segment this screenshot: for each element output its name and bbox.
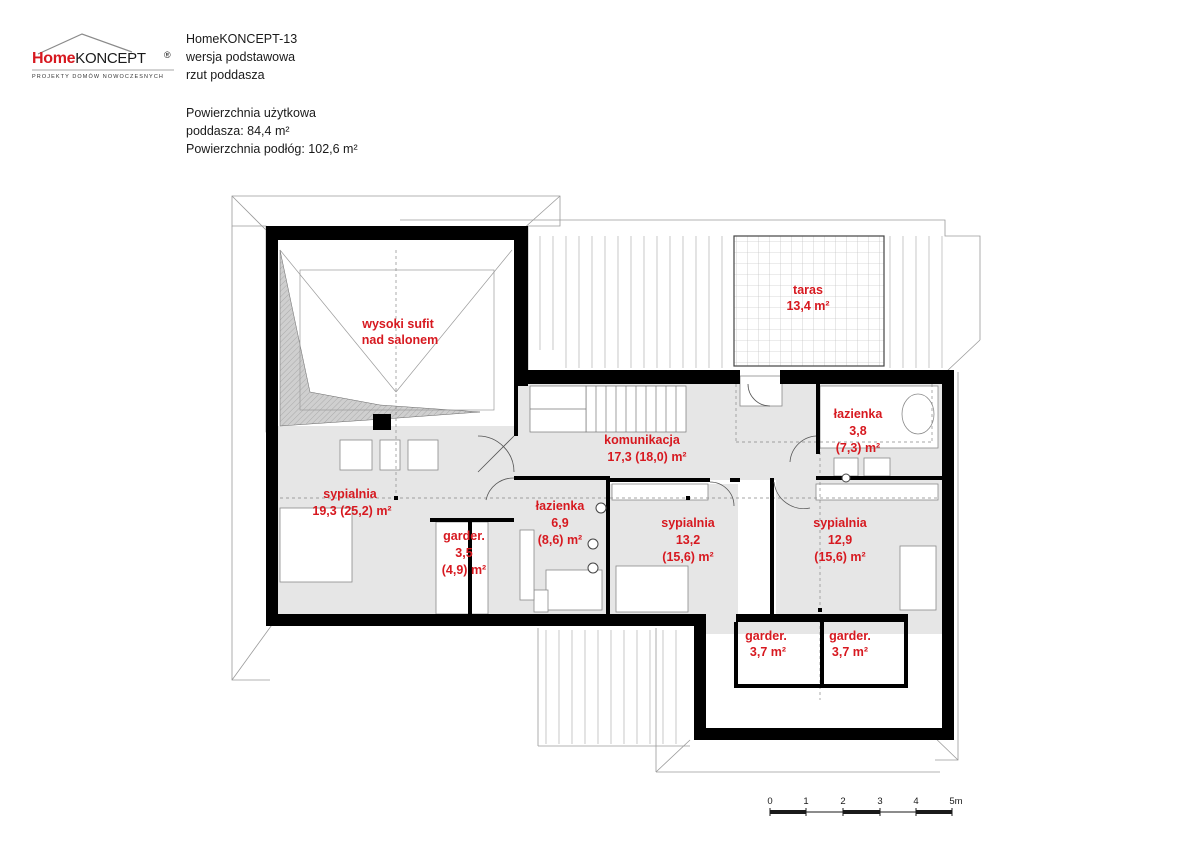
label-wardrobe-b1-name: garder. xyxy=(745,629,787,643)
label-bath-right-name: łazienka xyxy=(834,407,884,421)
door-swings xyxy=(477,383,817,509)
scale-tick-5m: 5m xyxy=(949,796,962,807)
label-bath-mid-name: łazienka xyxy=(536,499,586,513)
company-logo: HomeKONCEPT ® PROJEKTY DOMÓW NOWOCZESNYC… xyxy=(28,28,178,90)
label-corridor-name: komunikacja xyxy=(604,433,681,447)
scale-tick-3: 3 xyxy=(877,796,882,807)
label-wardrobe-b2-name: garder. xyxy=(829,629,871,643)
label-wardrobe-left-floor: (4,9) m² xyxy=(442,563,486,577)
room-markers xyxy=(373,414,851,612)
room-labels: wysoki sufit nad salonem taras 13,4 m² k… xyxy=(312,283,883,659)
label-terrace-name: taras xyxy=(793,283,823,297)
furniture xyxy=(279,375,939,615)
label-terrace-area: 13,4 m² xyxy=(786,299,829,313)
label-bedroom-right-area: 12,9 xyxy=(828,533,852,547)
roof-stripes-top xyxy=(539,236,943,368)
scale-bar: 0 1 2 3 4 5m xyxy=(767,796,963,816)
label-bedroom-left-area: 19,3 (25,2) m² xyxy=(312,504,391,518)
label-high-ceiling-2: nad salonem xyxy=(362,333,438,347)
label-wardrobe-left-area: 3,5 xyxy=(455,546,472,560)
label-bath-right-floor: (7,3) m² xyxy=(836,441,880,455)
label-bath-mid-floor: (8,6) m² xyxy=(538,533,582,547)
project-header: HomeKONCEPT-13 wersja podstawowa rzut po… xyxy=(186,30,297,84)
area-attic-value: poddasza: 84,4 m² xyxy=(186,124,290,138)
project-version: wersja podstawowa xyxy=(186,50,296,64)
label-wardrobe-left-name: garder. xyxy=(443,529,485,543)
label-high-ceiling-1: wysoki sufit xyxy=(361,317,434,331)
label-wardrobe-b1-area: 3,7 m² xyxy=(750,645,786,659)
label-bath-mid-area: 6,9 xyxy=(551,516,568,530)
label-bedroom-mid-area: 13,2 xyxy=(676,533,700,547)
logo-roof-icon xyxy=(32,33,174,71)
label-bedroom-mid-name: sypialnia xyxy=(661,516,716,530)
area-summary: Powierzchnia użytkowa poddasza: 84,4 m² … xyxy=(186,104,358,158)
label-bedroom-mid-floor: (15,6) m² xyxy=(662,550,713,564)
label-bedroom-right-floor: (15,6) m² xyxy=(814,550,865,564)
area-usable-label: Powierzchnia użytkowa xyxy=(186,106,316,120)
project-name: HomeKONCEPT-13 xyxy=(186,32,298,46)
label-bedroom-left-name: sypialnia xyxy=(323,487,378,501)
area-floor-value: Powierzchnia podłóg: 102,6 m² xyxy=(186,142,358,156)
label-corridor-area: 17,3 (18,0) m² xyxy=(607,450,686,464)
scale-tick-2: 2 xyxy=(840,796,845,807)
scale-tick-1: 1 xyxy=(803,796,808,807)
label-bedroom-right-name: sypialnia xyxy=(813,516,868,530)
scale-tick-0: 0 xyxy=(767,796,772,807)
logo-tagline: PROJEKTY DOMÓW NOWOCZESNYCH xyxy=(32,74,164,80)
logo-wordmark: HomeKONCEPT xyxy=(32,50,146,67)
logo-registered-mark: ® xyxy=(164,50,171,60)
plan-title: rzut poddasza xyxy=(186,68,265,82)
terrace-tiles xyxy=(733,235,885,367)
label-bath-right-area: 3,8 xyxy=(849,424,866,438)
label-wardrobe-b2-area: 3,7 m² xyxy=(832,645,868,659)
walls xyxy=(266,226,954,740)
stairs xyxy=(529,385,687,433)
scale-tick-4: 4 xyxy=(913,796,918,807)
